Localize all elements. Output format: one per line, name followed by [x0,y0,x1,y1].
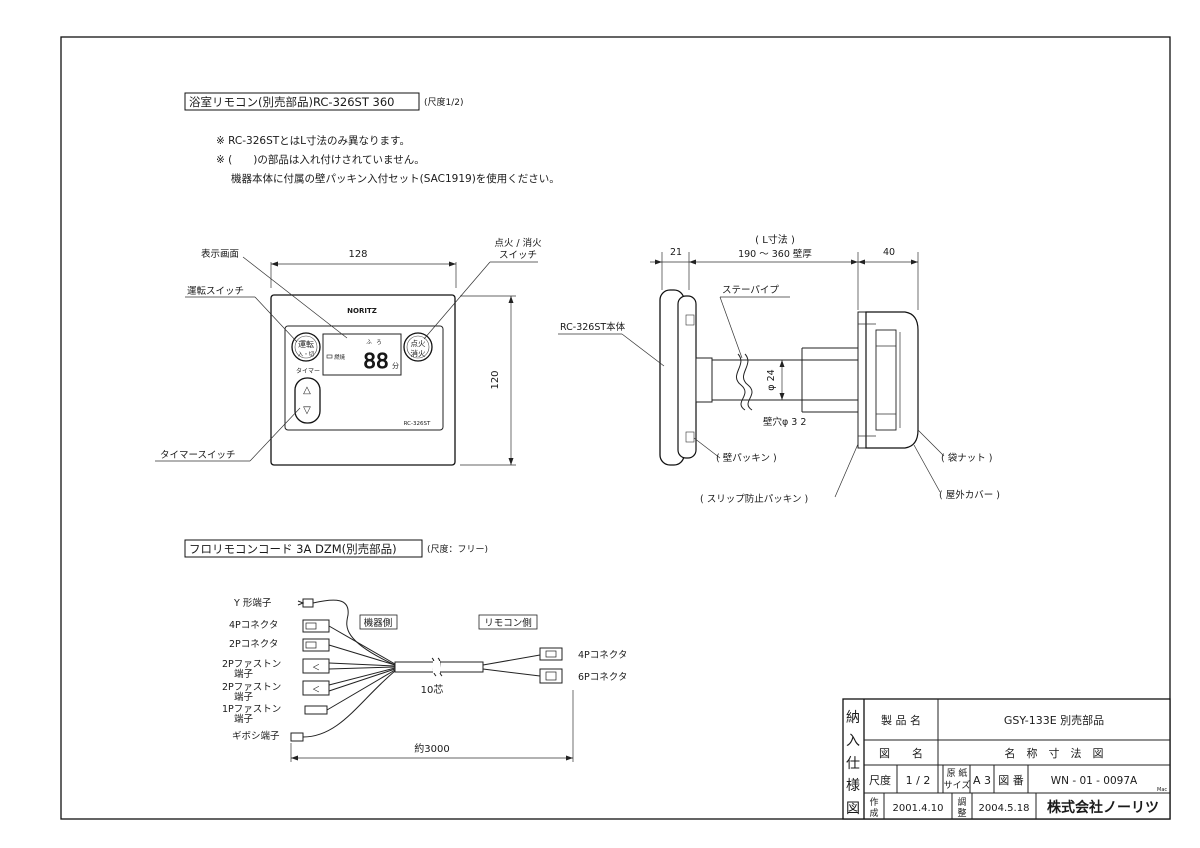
label-fire-switch-2: スイッチ [499,250,537,261]
label-slip-packing: ( スリップ防止パッキン ) [700,493,808,505]
fire-button-label1: 点火 [411,339,426,348]
drawing-no-label: 図 番 [998,774,1024,787]
fast2p-b-label: 2Pファストン [222,682,281,693]
display-small1: ふ [366,339,372,346]
cord-diagram: Y 形端子 4Pコネクタ 2Pコネクタ 2Pファストン 端子 2Pファストン 端… [222,597,627,762]
run-button-sublabel: 入・切 [298,351,315,358]
c4p-label: 4Pコネクタ [229,620,278,631]
core-label: 10芯 [421,683,444,696]
timer-label: タイマー [296,367,320,375]
timer-up-icon: △ [303,385,311,396]
sheet-border [60,36,1171,820]
wall-hole: 壁穴φ 3 2 [763,416,806,428]
scale-value: 1 / 2 [906,774,931,787]
fast1p-terminal: 端子 [234,713,254,725]
front-height-dim: 120 [490,370,501,389]
r4p-label: 4Pコネクタ [578,650,627,661]
svg-text:＜: ＜ [312,663,320,672]
display-small2: ろ [376,339,382,346]
fast2p-b-terminal: 端子 [234,691,254,703]
product-name-label: 製 品 名 [881,713,921,727]
fire-button-label2: 消火 [411,348,426,358]
paper-size-label-2: サイズ [944,779,971,791]
dim-l-title: ( L寸法 ) [755,233,795,246]
label-display-screen: 表示画面 [201,248,239,260]
timer-down-icon: ▽ [303,405,311,416]
stamp-char-5: 図 [846,801,860,817]
svg-text:＜: ＜ [312,685,320,694]
scale-label: 尺度 [869,773,891,787]
label-outdoor-cover: ( 屋外カバー ) [939,489,1000,501]
dim-40: 40 [883,247,895,258]
section1-note3: 機器本体に付属の壁パッキン入付セット(SAC1919)を使用ください。 [231,172,560,185]
stamp-char-2: 入 [846,733,860,749]
section1-title-box [184,92,420,111]
stamp-char-3: 仕 [846,756,860,772]
section1-note1: ※ RC-326STとはL寸法のみ異なります。 [216,134,410,147]
label-fire-switch-1: 点火 / 消火 [494,237,542,249]
label-body: RC-326ST本体 [560,321,626,333]
front-width-dim: 128 [348,249,367,260]
device-side-label: 機器側 [364,617,393,629]
display-screen [322,333,402,376]
phi24: φ 24 [766,369,777,390]
stamp-char-4: 様 [846,778,860,794]
drawing-name-label: 図 名 [879,746,923,760]
label-wall-packing: ( 壁パッキン ) [716,452,777,464]
c2p-label: 2Pコネクタ [229,639,278,650]
label-stay-pipe: ステーパイプ [722,285,779,296]
created-label-2: 成 [869,807,878,819]
revised-label-1: 調 [957,796,966,808]
display-unit: 分 [392,361,399,370]
title-block: 納 入 仕 様 図 製 品 名 GSY-133E 別売部品 図 名 名 称 寸 … [842,698,1171,820]
product-name-value: GSY-133E 別売部品 [1004,713,1104,727]
paper-size-value: A 3 [973,774,991,787]
display-indicator: 燃焼 [334,353,346,361]
revised-label-2: 整 [957,807,966,819]
paper-size-label-1: 原 紙 [947,767,968,779]
remote-side-label: リモコン側 [484,617,532,629]
side-view: 21 ( L寸法 ) 190 ～ 360 壁厚 40 φ 24 壁穴φ 3 2 [558,233,1000,505]
section1-note2: ※ ( )の部品は入れ付けされていません。 [216,153,425,166]
label-bag-nut: ( 袋ナット ) [941,452,992,464]
created-label-1: 作 [869,796,878,808]
brand-logo: NORITZ [347,307,377,315]
run-button-label: 運転 [298,340,314,349]
section1-title: 浴室リモコン(別売部品)RC-326ST 360 [189,95,394,109]
drawing-name-value: 名 称 寸 法 図 [1005,746,1104,760]
y-terminal-label: Y 形端子 [233,597,272,609]
gibosi-label: ギボシ端子 [232,730,280,742]
revised-date: 2004.5.18 [979,803,1030,814]
run-button[interactable] [291,332,321,362]
front-view: 128 120 NORITZ RC-326ST 運転 入・切 タイマー ふ ろ … [155,237,542,466]
company-name: 株式会社ノーリツ [1047,799,1159,816]
stamp-char-1: 納 [846,710,860,726]
dim-range: 190 ～ 360 壁厚 [738,248,812,260]
panel-model: RC-326ST [404,421,431,427]
display-digits: 88 [363,349,388,373]
label-run-switch: 運転スイッチ [187,286,244,297]
fast2p-a-label: 2Pファストン [222,659,281,670]
section2-title: フロリモコンコード 3A DZM(別売部品) [189,542,397,556]
fast1p-label: 1Pファストン [222,704,281,715]
drawing-no-value: WN - 01 - 0097A [1051,775,1138,787]
fast2p-a-terminal: 端子 [234,668,254,680]
section2-title-box [184,539,423,558]
label-timer-switch: タイマースイッチ [160,450,236,461]
section2-scale: (尺度：フリー) [427,543,488,555]
length-label: 約3000 [414,742,449,755]
timer-switch[interactable] [294,377,321,424]
section1-scale: (尺度1/2) [424,96,464,108]
created-date: 2001.4.10 [893,803,944,814]
mac-label: Mac [1157,787,1167,793]
r6p-label: 6Pコネクタ [578,672,627,683]
dim-21: 21 [670,247,682,258]
fire-button[interactable] [403,332,433,362]
